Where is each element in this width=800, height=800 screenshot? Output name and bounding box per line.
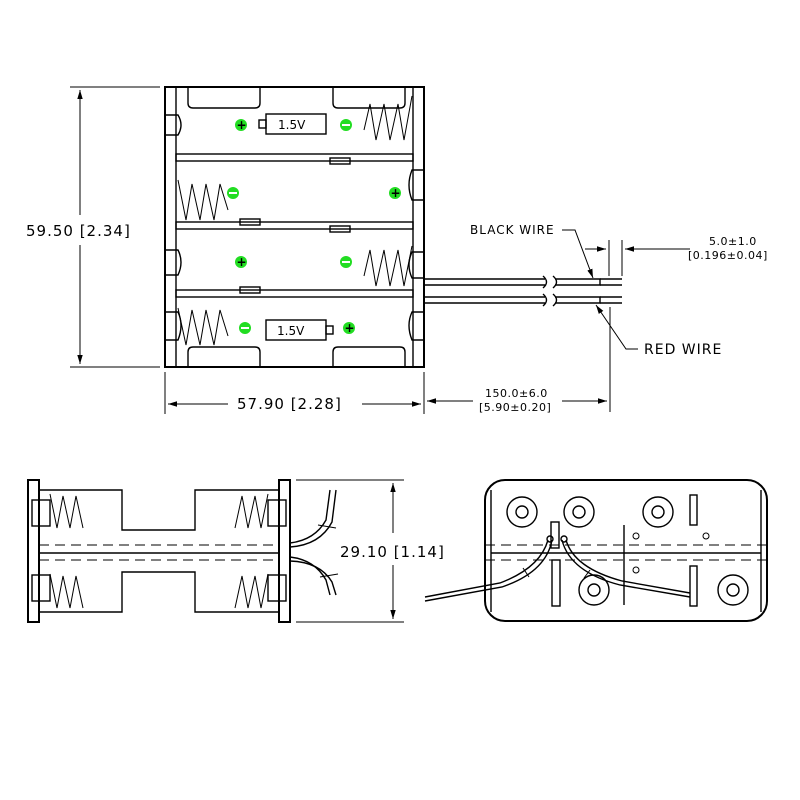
svg-text:+: + <box>391 186 401 200</box>
strip-length-in: [0.196±0.04] <box>688 249 768 262</box>
black-wire-label: BLACK WIRE <box>470 223 555 237</box>
svg-text:+: + <box>345 321 355 335</box>
polarity-markers: + + + + <box>227 118 401 335</box>
svg-text:+: + <box>237 118 247 132</box>
wire-length-in: [5.90±0.20] <box>479 401 551 414</box>
width-dimension: 57.90 [2.28] <box>237 395 342 413</box>
holder-outline <box>164 86 425 368</box>
top-view: 1.5V 1.5V + + + + BLACK WIRE R <box>20 86 768 414</box>
svg-text:+: + <box>237 255 247 269</box>
contact-rivets <box>506 496 749 606</box>
red-wire-label: RED WIRE <box>644 342 722 358</box>
back-view <box>424 479 768 622</box>
lead-wires <box>424 275 622 307</box>
wire-length-mm: 150.0±6.0 <box>485 387 548 400</box>
voltage-label-top: 1.5V <box>278 118 306 132</box>
voltage-label-bottom: 1.5V <box>277 324 305 338</box>
strip-length-mm: 5.0±1.0 <box>709 235 757 248</box>
side-view: 29.10 [1.14] <box>27 479 446 623</box>
height-dimension: 59.50 [2.34] <box>26 222 131 240</box>
depth-dimension: 29.10 [1.14] <box>340 543 445 561</box>
